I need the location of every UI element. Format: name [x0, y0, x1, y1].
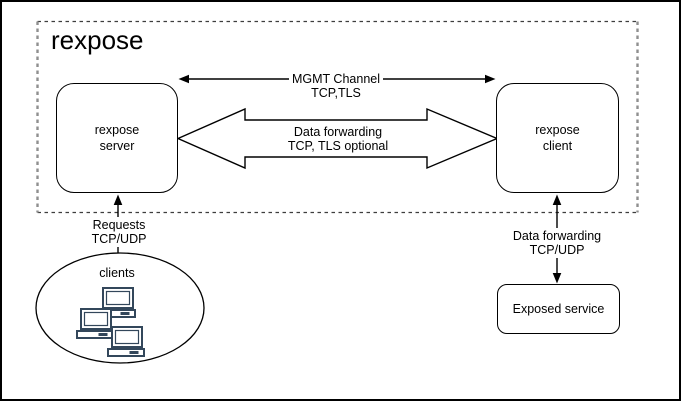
data-forwarding-label: Data forwarding TCP, TLS optional	[287, 125, 389, 153]
node-exposed-service: Exposed service	[497, 284, 620, 334]
computer-icon	[98, 287, 136, 318]
node-rexpose-client: rexpose client	[496, 83, 619, 193]
client-service-label: Data forwarding TCP/UDP	[509, 228, 605, 258]
requests-label: Requests TCP/UDP	[88, 217, 150, 247]
node-exposed-service-label: Exposed service	[512, 302, 605, 316]
diagram-title: rexpose	[51, 25, 144, 55]
computer-icon	[76, 308, 114, 339]
node-rexpose-client-label: rexpose client	[535, 123, 580, 153]
rexpose-boundary	[36, 20, 639, 214]
mgmt-channel-label: MGMT Channel TCP,TLS	[289, 71, 383, 101]
clients-group-label: clients	[99, 266, 135, 280]
node-rexpose-server: rexpose server	[56, 83, 178, 193]
computer-icon	[107, 326, 145, 357]
computer-icons-cluster	[76, 287, 145, 357]
node-rexpose-server-label: rexpose server	[94, 123, 140, 153]
